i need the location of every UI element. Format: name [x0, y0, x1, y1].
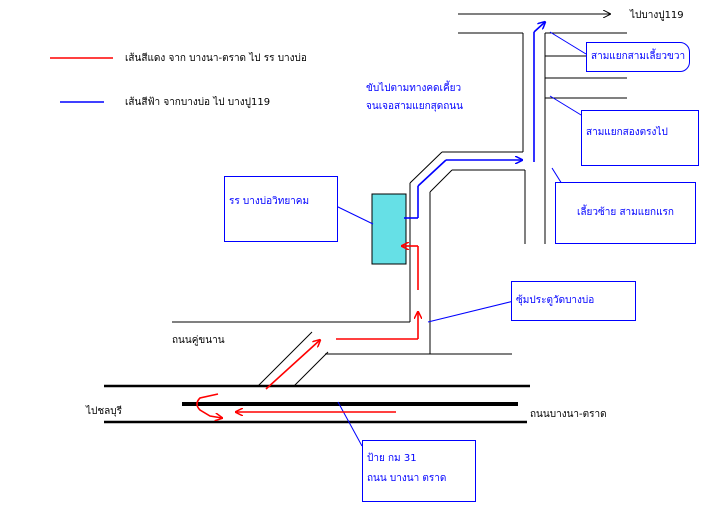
callout-left-turn-text: เลี้ยวซ้าย สามแยกแรก: [576, 207, 674, 218]
callout-junction-right: สามแยกสามเลี้ยวขวา: [586, 42, 690, 72]
road-label-khu-khanan: ถนนคู่ขนาน: [172, 335, 225, 346]
callout-km-marker: ป้าย กม 31 ถนน บางนา ตราด: [362, 440, 476, 502]
legend-red-label: เส้นสีแดง จาก บางนา-ตราด ไป รร บางบ่อ: [125, 53, 307, 64]
road-label-bangpu: ไปบางปู119: [630, 10, 684, 21]
callout-follow-curve: ขับไปตามทางคดเคี้ยว จนเจอสามแยกสุดถนน: [366, 80, 463, 116]
callout-school-text: รร บางบ่อวิทยาคม: [229, 196, 310, 207]
callout-junction-straight-text: สามแยกสองตรงไป: [586, 127, 668, 138]
soi-bangbo-road: [409, 151, 525, 354]
callout-junction-right-text: สามแยกสามเลี้ยวขวา: [591, 51, 686, 62]
legend-blue-label: เส้นสีฟ้า จากบางบ่อ ไป บางปู119: [125, 97, 271, 108]
callout-km-marker-line2: ถนน บางนา ตราด: [367, 473, 447, 484]
callout-follow-curve-line1: ขับไปตามทางคดเคี้ยว: [366, 83, 462, 94]
callout-follow-curve-line2: จนเจอสามแยกสุดถนน: [366, 101, 463, 112]
callout-school: รร บางบ่อวิทยาคม: [224, 176, 338, 242]
callout-left-turn: เลี้ยวซ้าย สามแยกแรก: [555, 182, 696, 244]
red-route: [196, 246, 418, 418]
school-building: [371, 193, 407, 265]
bangna-trat-highway: [104, 384, 530, 424]
road-label-bangna-trat: ถนนบางนา-ตราด: [530, 409, 607, 420]
frontage-road: [172, 321, 512, 387]
callout-gate: ซุ้มประตูวัดบางบ่อ: [511, 281, 636, 321]
callout-km-marker-line1: ป้าย กม 31: [367, 453, 417, 464]
callout-junction-straight: สามแยกสองตรงไป: [581, 110, 699, 166]
road-label-chonburi: ไปชลบุรี: [86, 406, 123, 417]
blue-route: [404, 22, 545, 219]
callout-gate-text: ซุ้มประตูวัดบางบ่อ: [516, 295, 595, 306]
road-to-bangpu: [458, 14, 627, 244]
